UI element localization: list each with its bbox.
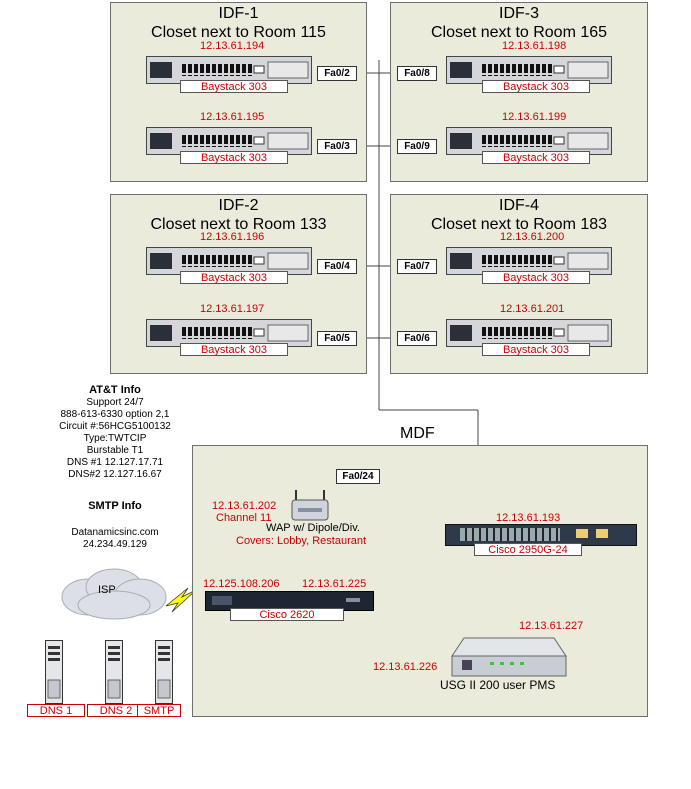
idf2-switch-2-port: Fa0/5 [317, 331, 357, 346]
pms-device-icon[interactable] [450, 632, 568, 680]
isp-label: ISP [98, 584, 116, 596]
idf4-switch-1[interactable] [446, 247, 612, 275]
idf1-switch-2-ip: 12.13.61.195 [200, 111, 265, 123]
router-label: Cisco 2620 [230, 608, 344, 621]
idf3-switch-2-ip: 12.13.61.199 [502, 111, 567, 123]
idf2-switch-2-label: Baystack 303 [180, 343, 288, 356]
att-info-line: Type:TWTCIP [83, 433, 147, 444]
att-info-line: DNS #1 12.127.17.71 [66, 457, 164, 468]
att-info-line: Support 24/7 [86, 397, 144, 408]
idf3-switch-1-label: Baystack 303 [482, 80, 590, 93]
router-ip-wan: 12.125.108.206 [203, 578, 280, 590]
idf2-switch-1-ip: 12.13.61.196 [200, 231, 265, 243]
idf3-switch-1-port: Fa0/8 [397, 66, 437, 81]
idf4-switch-1-port: Fa0/7 [397, 259, 437, 274]
idf3-subtitle: Closet next to Room 165 [430, 24, 608, 41]
idf1-switch-1-ip: 12.13.61.194 [200, 40, 265, 52]
wap-port: Fa0/24 [336, 469, 380, 484]
idf2-switch-1[interactable] [146, 247, 312, 275]
idf1-switch-2-label: Baystack 303 [180, 151, 288, 164]
idf2-switch-1-label: Baystack 303 [180, 271, 288, 284]
idf2-switch-1-port: Fa0/4 [317, 259, 357, 274]
smtp-title: SMTP Info [88, 500, 142, 512]
idf1-subtitle: Closet next to Room 115 [151, 24, 326, 41]
att-title: AT&T Info [89, 384, 141, 396]
wap-channel: Channel 11 [216, 512, 272, 524]
mdf-title: MDF [400, 425, 435, 442]
idf4-subtitle: Closet next to Room 183 [430, 216, 608, 233]
idf4-switch-2-port: Fa0/6 [397, 331, 437, 346]
idf2-switch-2-ip: 12.13.61.197 [200, 303, 265, 315]
idf3-switch-2-label: Baystack 303 [482, 151, 590, 164]
isp-cloud-icon [58, 565, 170, 621]
pms-ip-router-side: 12.13.61.226 [373, 661, 438, 673]
smtp-info-line: Datanamicsinc.com [71, 527, 159, 538]
server-label: SMTP [137, 704, 181, 717]
idf1-switch-1-port: Fa0/2 [317, 66, 357, 81]
wap-name: WAP w/ Dipole/Div. [266, 522, 360, 534]
idf4-switch-1-ip: 12.13.61.200 [500, 231, 565, 243]
idf1-switch-1[interactable] [146, 56, 312, 84]
idf2-switch-2[interactable] [146, 319, 312, 347]
router-ip-lan: 12.13.61.225 [302, 578, 367, 590]
wap-ip: 12.13.61.202 [212, 500, 277, 512]
server-icon[interactable] [155, 640, 173, 704]
idf3-switch-2[interactable] [446, 127, 612, 155]
wap-covers: Covers: Lobby, Restaurant [236, 535, 367, 547]
idf4-switch-2-ip: 12.13.61.201 [500, 303, 565, 315]
idf1-switch-2-port: Fa0/3 [317, 139, 357, 154]
server-icon[interactable] [45, 640, 63, 704]
core-switch-ip: 12.13.61.193 [496, 512, 561, 524]
att-info-line: DNS#2 12.127.16.67 [68, 469, 162, 480]
att-info-line: Burstable T1 [86, 445, 144, 456]
server-label: DNS 1 [27, 704, 85, 717]
core-switch-label: Cisco 2950G-24 [474, 543, 582, 556]
idf1-switch-1-label: Baystack 303 [180, 80, 288, 93]
pms-label: USG II 200 user PMS [440, 678, 556, 692]
idf1-switch-2[interactable] [146, 127, 312, 155]
idf3-switch-1[interactable] [446, 56, 612, 84]
idf4-switch-1-label: Baystack 303 [482, 271, 590, 284]
wap-icon[interactable] [290, 488, 330, 522]
idf3-title: IDF-3 [499, 5, 539, 22]
idf2-title: IDF-2 [218, 197, 259, 214]
idf1-title: IDF-1 [218, 5, 259, 22]
server-icon[interactable] [105, 640, 123, 704]
idf4-title: IDF-4 [499, 197, 539, 214]
idf2-subtitle: Closet next to Room 133 [150, 216, 327, 233]
idf4-box: IDF-4 Closet next to Room 183 [390, 194, 648, 374]
att-info-line: 888-613-6330 option 2,1 [60, 409, 170, 420]
idf3-switch-2-port: Fa0/9 [397, 139, 437, 154]
pms-ip-switch-side: 12.13.61.227 [519, 620, 584, 632]
idf4-switch-2-label: Baystack 303 [482, 343, 590, 356]
att-info-line: Circuit #:56HCG5100132 [59, 421, 171, 432]
idf3-switch-1-ip: 12.13.61.198 [502, 40, 567, 52]
mdf-box [192, 445, 648, 717]
smtp-info-line: 24.234.49.129 [83, 539, 147, 550]
